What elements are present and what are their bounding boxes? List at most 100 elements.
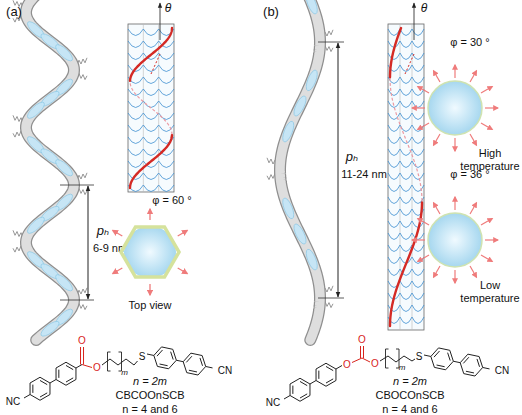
compound-name: CBCOOnSCB: [115, 389, 184, 402]
bond: [82, 365, 92, 368]
mesogen-arc: [400, 281, 412, 288]
mesogen-arc: [143, 149, 158, 156]
bond: [147, 354, 154, 355]
circle-outline: [410, 195, 500, 285]
mesogen-arc: [412, 149, 424, 156]
bond: [83, 347, 84, 365]
mesogen-arc: [388, 305, 400, 312]
mesogen-arc: [400, 209, 412, 216]
bond: [40, 380, 47, 384]
bond: [176, 360, 183, 361]
mesogen-arc: [128, 101, 143, 108]
bond: [284, 396, 290, 400]
benzene-ring: [183, 353, 205, 375]
bond: [483, 367, 490, 368]
atom-label: S: [416, 351, 423, 363]
bond: [437, 365, 445, 367]
axis-symbol: θ: [421, 2, 428, 16]
bond: [363, 346, 364, 358]
mesogen-sheet: [53, 42, 74, 63]
mesogen-sheet: [292, 94, 309, 117]
mesogen-arc: [412, 257, 424, 264]
ribbon-body: [26, 0, 74, 340]
mesogen-arc: [159, 185, 174, 192]
bond: [171, 352, 174, 360]
ribbon-edge: [26, 0, 74, 340]
cylinder-body: [128, 24, 174, 192]
cross-section-circle: φ = 36 °Low temperature: [410, 195, 500, 285]
mesogen-arc: [143, 137, 158, 144]
mesogen-arc: [400, 77, 412, 84]
tilt-arrow: [434, 203, 441, 214]
mesogen-arc: [400, 221, 412, 228]
mesogen-arc: [128, 149, 143, 156]
mesogen-arc: [388, 125, 400, 132]
mesogen-arc: [159, 89, 174, 96]
tilt-arrow: [454, 270, 455, 283]
pitch-dimension: [318, 42, 344, 298]
mesogen-arc: [388, 149, 400, 156]
mesogen-arc: [412, 65, 424, 72]
tilt-arrow: [470, 203, 477, 214]
benzene-ring: [290, 378, 310, 401]
mesogen-arc: [159, 53, 174, 60]
formula-note: n = 2m: [393, 375, 427, 388]
mesogen-arc: [412, 125, 424, 132]
bond: [66, 365, 73, 369]
mesogen-arc: [128, 41, 143, 48]
bond: [360, 346, 361, 358]
mesogen-arc: [412, 41, 424, 48]
bond: [76, 365, 82, 369]
dimension-arrow: [88, 186, 89, 299]
tilt-arrow: [454, 197, 455, 210]
mesogen-arc: [128, 161, 143, 168]
mesogen-arc: [400, 65, 412, 72]
ribbon-edge: [280, 0, 320, 340]
bond: [189, 370, 197, 372]
mesogen-arc: [128, 125, 143, 132]
mesogen-sheet: [280, 197, 296, 220]
helix-axis: [160, 3, 161, 40]
bond: [466, 371, 474, 373]
tilt-arrow: [434, 266, 441, 277]
mesogen-arc: [143, 113, 158, 120]
mesogen-arc: [159, 65, 174, 72]
column-section: [428, 81, 482, 135]
bond: [157, 350, 163, 356]
mesogen-sheet: [292, 222, 309, 245]
mesogen-arc: [400, 53, 412, 60]
mesogen-sheet: [39, 319, 61, 339]
circle-outline: [104, 206, 196, 298]
tilt-arrow: [418, 219, 429, 226]
mesogen-arc: [412, 101, 424, 108]
atom-label: O: [93, 362, 101, 374]
bond: [186, 356, 192, 362]
bond: [326, 366, 333, 370]
tilt-arrow: [434, 134, 441, 145]
tilt-arrow: [470, 71, 477, 82]
bond: [24, 395, 30, 399]
hexagonal-outline: [121, 227, 179, 277]
helix-front: [390, 28, 401, 77]
mesogen-arc: [143, 77, 158, 84]
mesogen-arc: [412, 89, 424, 96]
mesogen-arc: [388, 209, 400, 216]
mesogen-arc: [400, 89, 412, 96]
repeat-bracket: [119, 352, 122, 371]
tilt-arrow: [481, 219, 492, 226]
mesogen-arc: [388, 161, 400, 168]
bond: [448, 353, 451, 361]
mesogen-arc: [400, 161, 412, 168]
helical-ribbon: [267, 0, 333, 340]
mesogen-arc: [412, 293, 424, 300]
helix-cylinder: [388, 3, 424, 330]
benzene-ring: [56, 362, 76, 385]
mesogen-arc: [388, 245, 400, 252]
formula-note: n = 2m: [133, 375, 167, 388]
bond: [200, 358, 203, 366]
mesogen-arc: [388, 269, 400, 276]
bond: [318, 371, 319, 379]
cylinder-grid: [412, 24, 413, 330]
mesogen-sheet: [280, 120, 296, 143]
bond: [463, 357, 469, 363]
